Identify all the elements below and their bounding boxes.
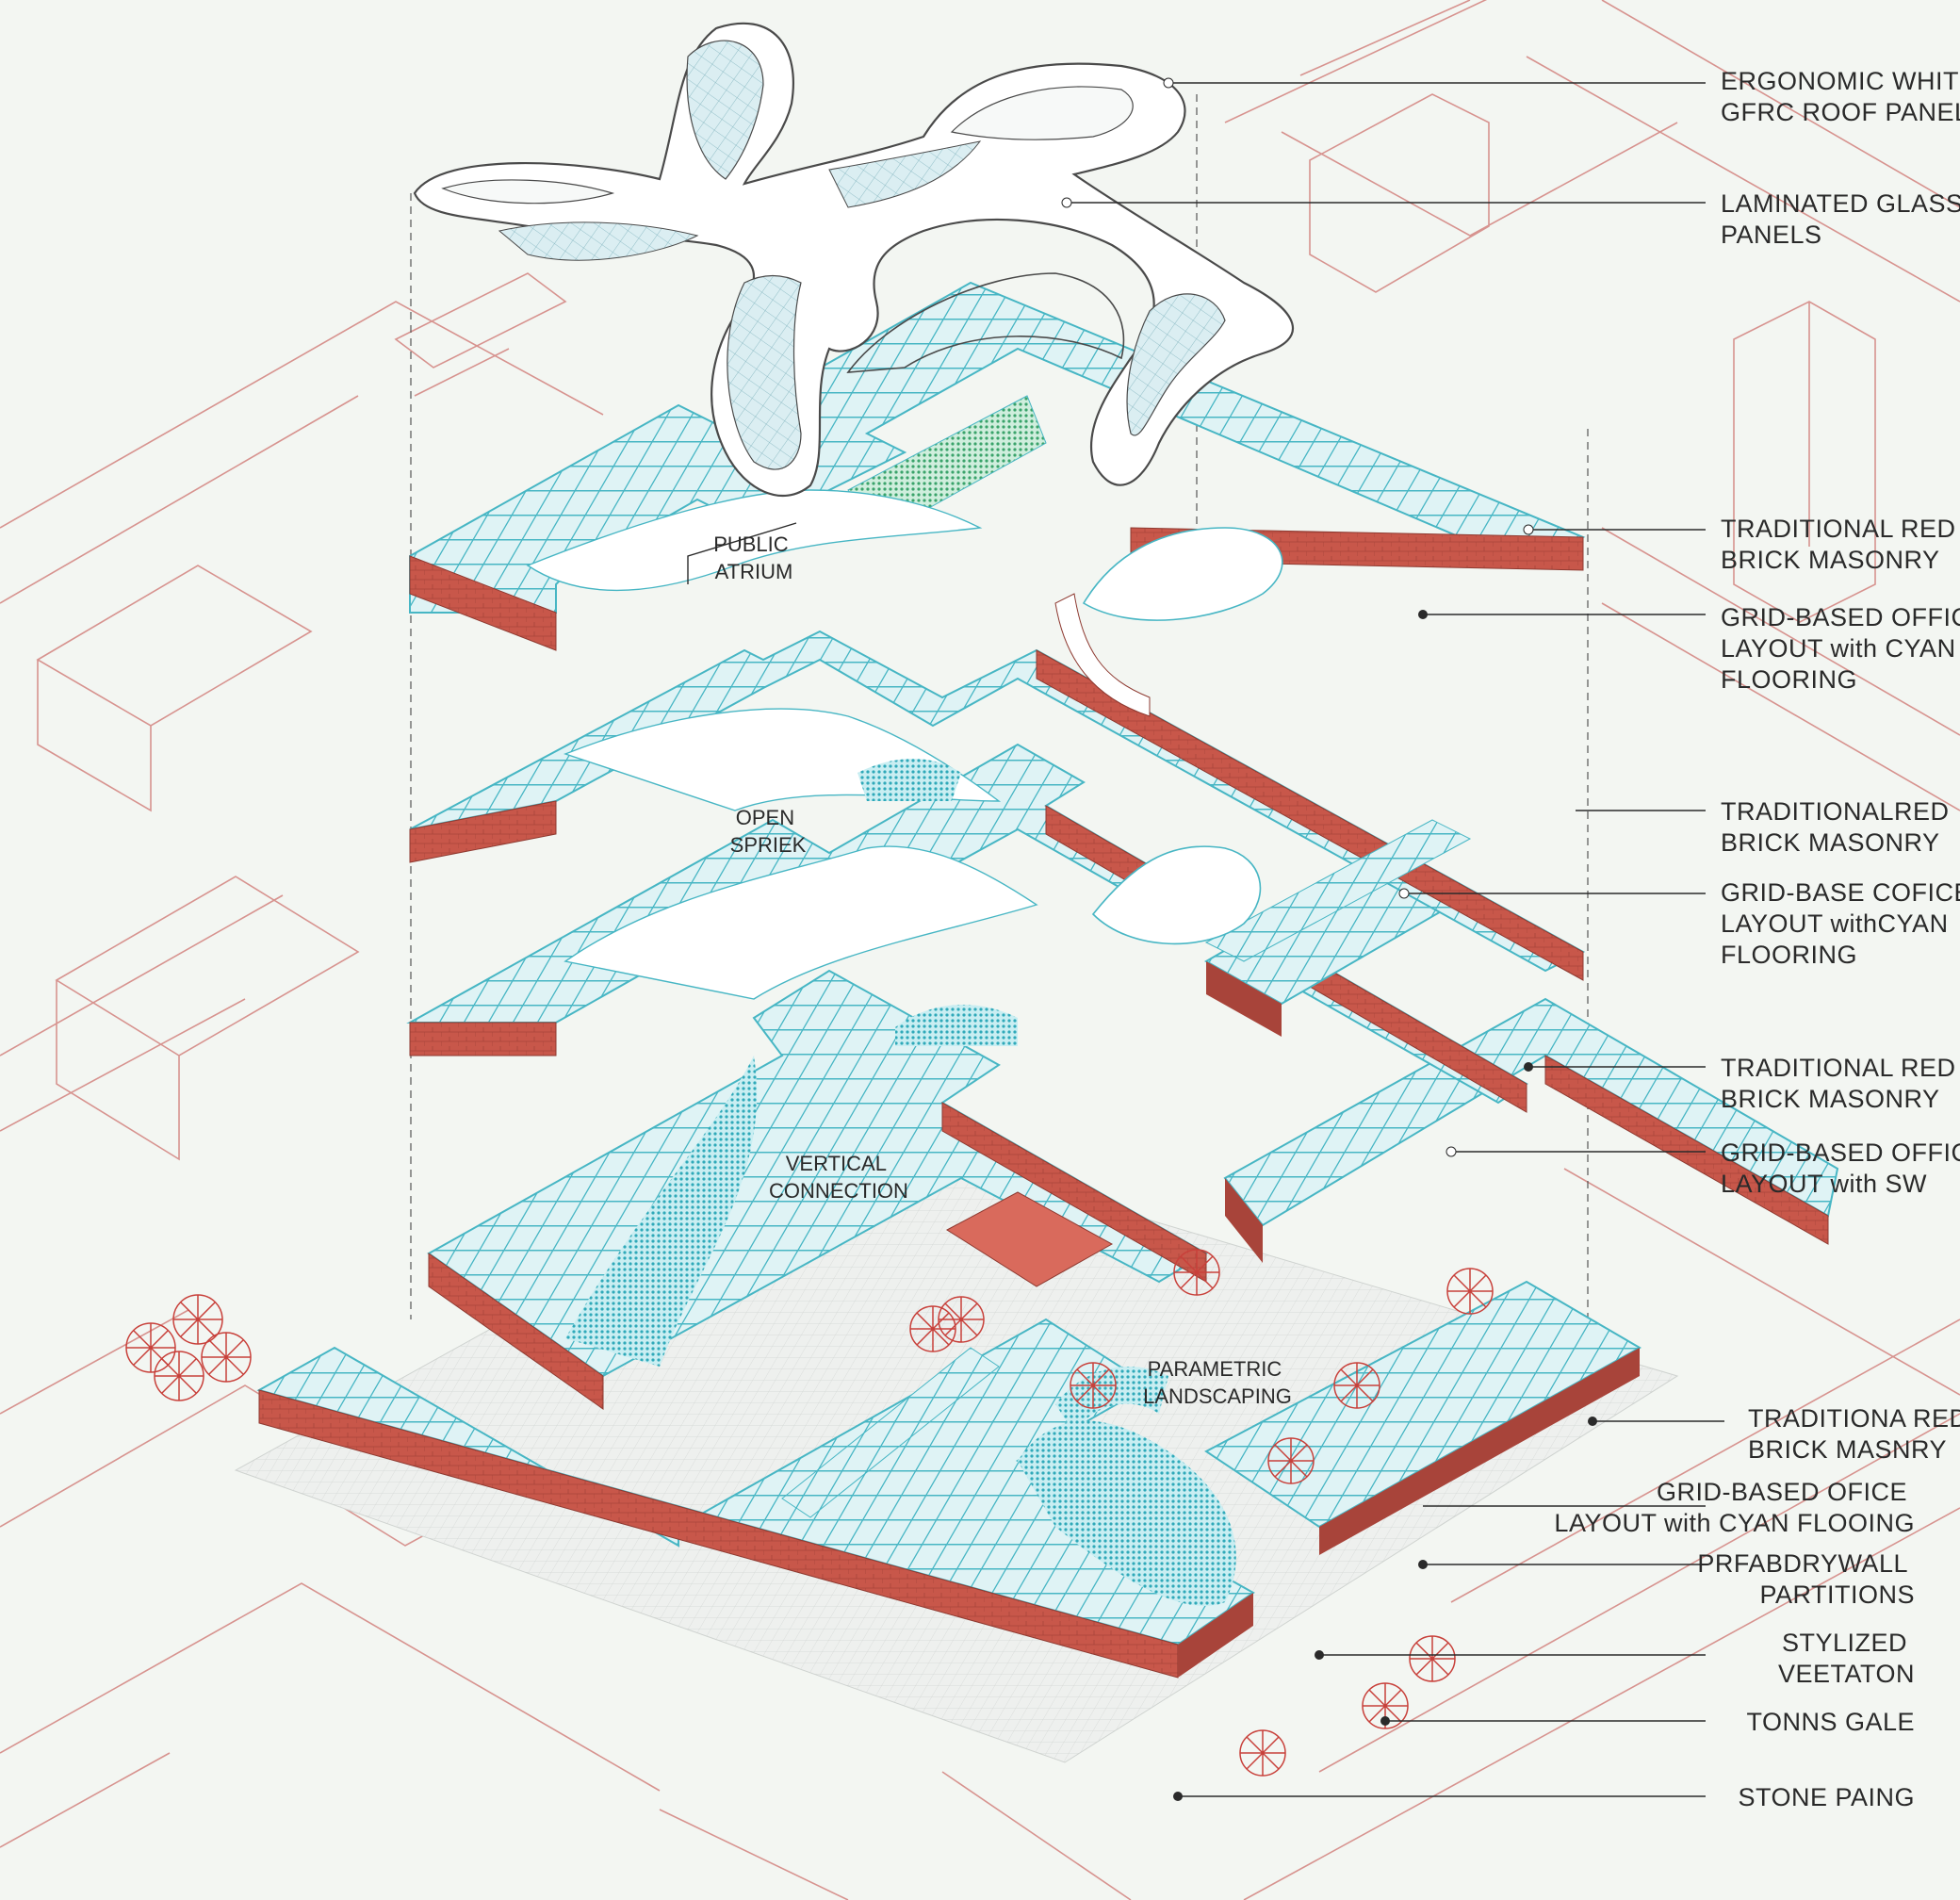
level-1-plate [427, 969, 1839, 1410]
ground-floor-plate [256, 1280, 1642, 1679]
tree [1409, 1635, 1456, 1682]
tree [172, 1294, 223, 1345]
level-3-plate [409, 630, 1586, 981]
callout-glass: LAMINATED GLASS PANELS [1721, 189, 1960, 249]
callout-stone: TONNS GALE [1746, 1708, 1915, 1736]
label-open-spriek: OPEN SPRIEK [730, 806, 807, 857]
callout-office-1: GRID-BASED OFFICE LAYOUT with CYAN FLOOR… [1721, 603, 1960, 694]
callout-office-3: GRID-BASED OFFICE LAYOUT with SW [1721, 1138, 1960, 1198]
callout-brick-2: TRADITIONALRED BRICK MASONRY [1721, 797, 1957, 857]
leader-lines [687, 77, 1724, 1801]
label-vertical-connection: VERTICAL CONNECTION [769, 1152, 908, 1203]
callout-brick-1: TRADITIONAL RED BRICK MASONRY [1721, 515, 1960, 574]
tree [201, 1332, 252, 1383]
callout-paving: STONE PAING [1738, 1783, 1915, 1811]
callout-brick-3: TRADITIONAL RED BRICK MASONRY [1721, 1054, 1960, 1113]
callout-office-2: GRID-BASE COFICE LAYOUT withCYAN FLOORIN… [1721, 878, 1960, 969]
tree [125, 1322, 176, 1373]
inline-labels: PUBLIC ATRIUM OPEN SPRIEK VERTICAL CONNE… [713, 532, 1292, 1408]
tree [1267, 1437, 1315, 1484]
label-public-atrium: PUBLIC ATRIUM [713, 532, 794, 583]
gfrc-roof-canopy [413, 22, 1294, 498]
callout-brick-4: TRADITIONA RED BRICK MASNRY [1748, 1404, 1960, 1464]
tree [1362, 1682, 1409, 1729]
callout-drywall: PRFABDRYWALL PARTITIONS [1697, 1549, 1915, 1609]
tree [1333, 1362, 1380, 1409]
tree [1446, 1268, 1494, 1315]
tree [1070, 1362, 1117, 1409]
callout-vegetation: STYLIZED VEETATON [1778, 1629, 1915, 1688]
trees [125, 1249, 1494, 1777]
callout-roof: ERGONOMIC WHITE GFRC ROOF PANELS [1721, 67, 1960, 126]
callout-office-4: GRID-BASED OFICE LAYOUT with CYAN FLOOIN… [1554, 1478, 1915, 1537]
tree [938, 1296, 985, 1343]
tree [1239, 1729, 1286, 1777]
tree [909, 1305, 956, 1352]
tree [154, 1351, 204, 1401]
level-4-plate [409, 281, 1586, 717]
tree [1173, 1249, 1220, 1296]
label-parametric-landscaping: PARAMETRIC LANDSCAPING [1143, 1357, 1292, 1408]
callout-labels: ERGONOMIC WHITE GFRC ROOF PANELS LAMINAT… [1554, 67, 1960, 1811]
